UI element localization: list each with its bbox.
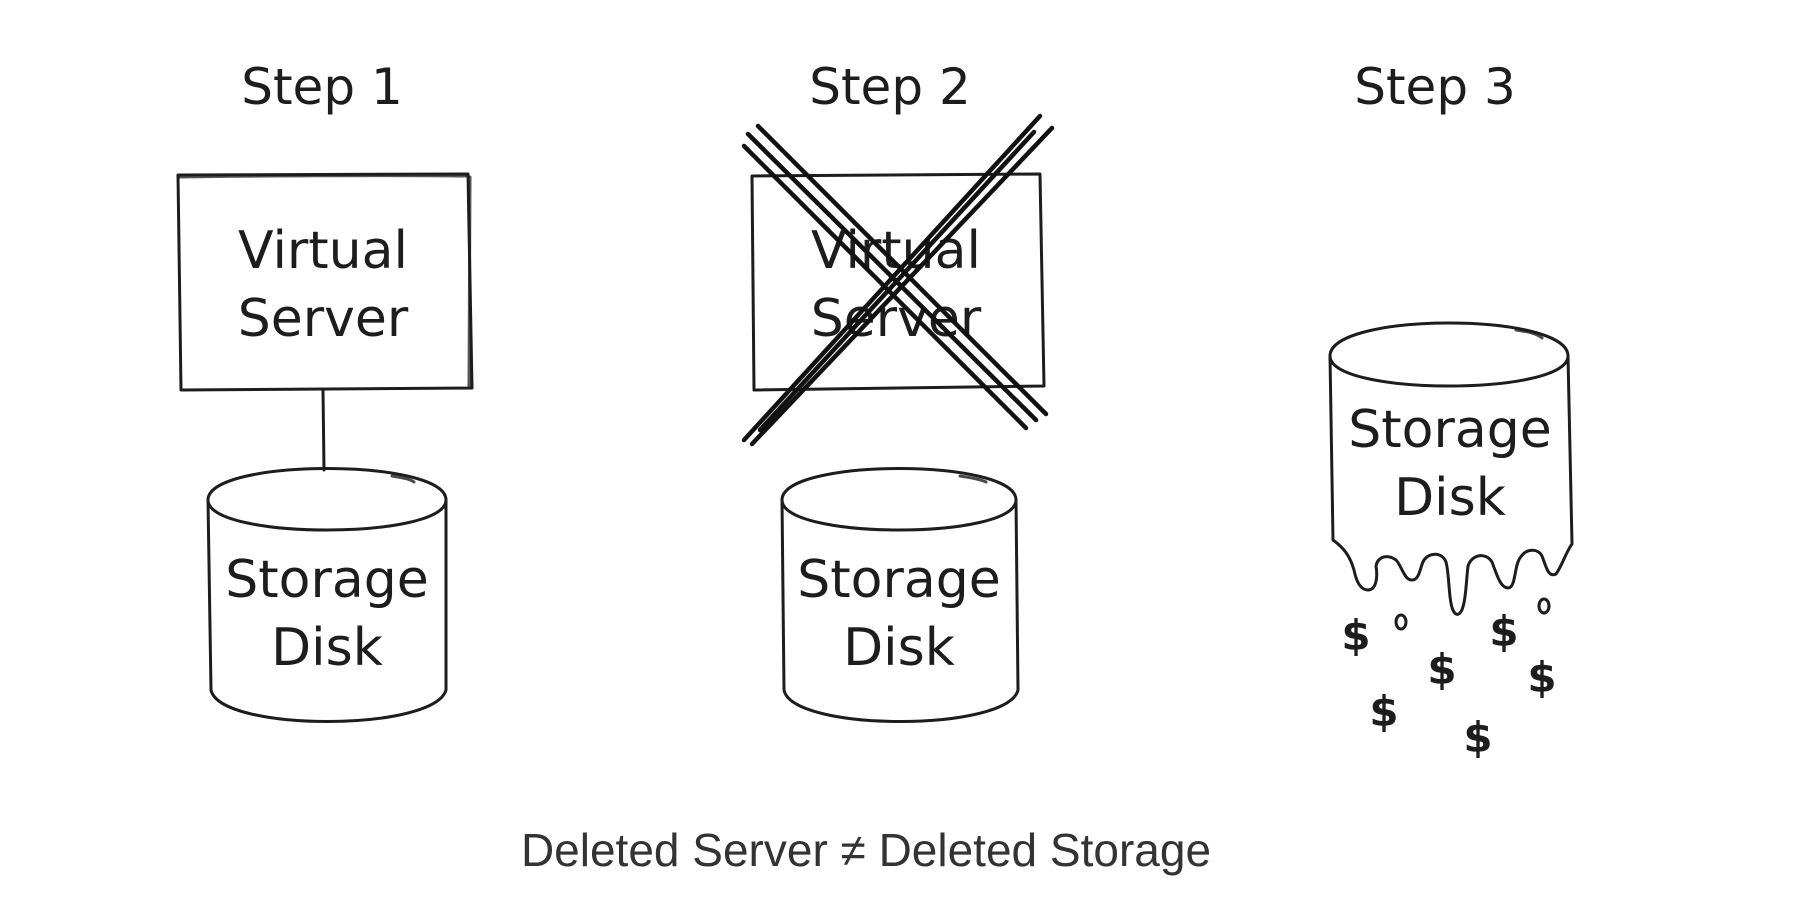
step-1-server-label-line1: Virtual [238, 221, 408, 281]
step-1-storage-disk: Storage Disk [206, 467, 448, 723]
dollar-icon: $ [1427, 645, 1456, 694]
step-1-title: Step 1 [241, 58, 403, 116]
step-2-disk-label-line1: Storage [797, 550, 1000, 610]
diagram-caption: Deleted Server ≠ Deleted Storage [521, 824, 1211, 876]
deleted-x-mark-icon [741, 113, 1055, 447]
step-3-disk-label-line2: Disk [1394, 468, 1506, 528]
step-2-group: Step 2 Virtual Server Storage Disk [741, 58, 1055, 723]
step-1-connector-line [321, 388, 326, 472]
step-3-leaking-storage-disk: Storage Disk [1328, 321, 1574, 616]
step-2-title: Step 2 [809, 58, 971, 116]
dollar-icon: $ [1489, 607, 1518, 656]
step-1-group: Step 1 Virtual Server Storage Disk [176, 58, 474, 723]
step-1-virtual-server-box: Virtual Server [176, 172, 474, 392]
drop-icon [1537, 597, 1551, 615]
step-3-disk-label-line1: Storage [1348, 400, 1551, 460]
step-1-server-label-line2: Server [238, 289, 409, 349]
leaking-money-drops: $ $ $ $ $ $ [1341, 597, 1557, 762]
drop-icon [1394, 613, 1408, 631]
step-2-storage-disk: Storage Disk [780, 467, 1020, 723]
step-2-disk-label-line2: Disk [843, 618, 955, 678]
dripping-disk-bottom [1328, 354, 1574, 616]
step-3-group: Step 3 Storage Disk $ $ $ $ $ $ [1328, 58, 1574, 762]
dollar-icon: $ [1341, 611, 1370, 660]
dollar-icon: $ [1527, 653, 1556, 702]
step-1-disk-label-line1: Storage [225, 550, 428, 610]
step-3-title: Step 3 [1354, 58, 1516, 116]
dollar-icon: $ [1369, 687, 1398, 736]
dollar-icon: $ [1463, 713, 1492, 762]
step-1-disk-label-line2: Disk [271, 618, 383, 678]
